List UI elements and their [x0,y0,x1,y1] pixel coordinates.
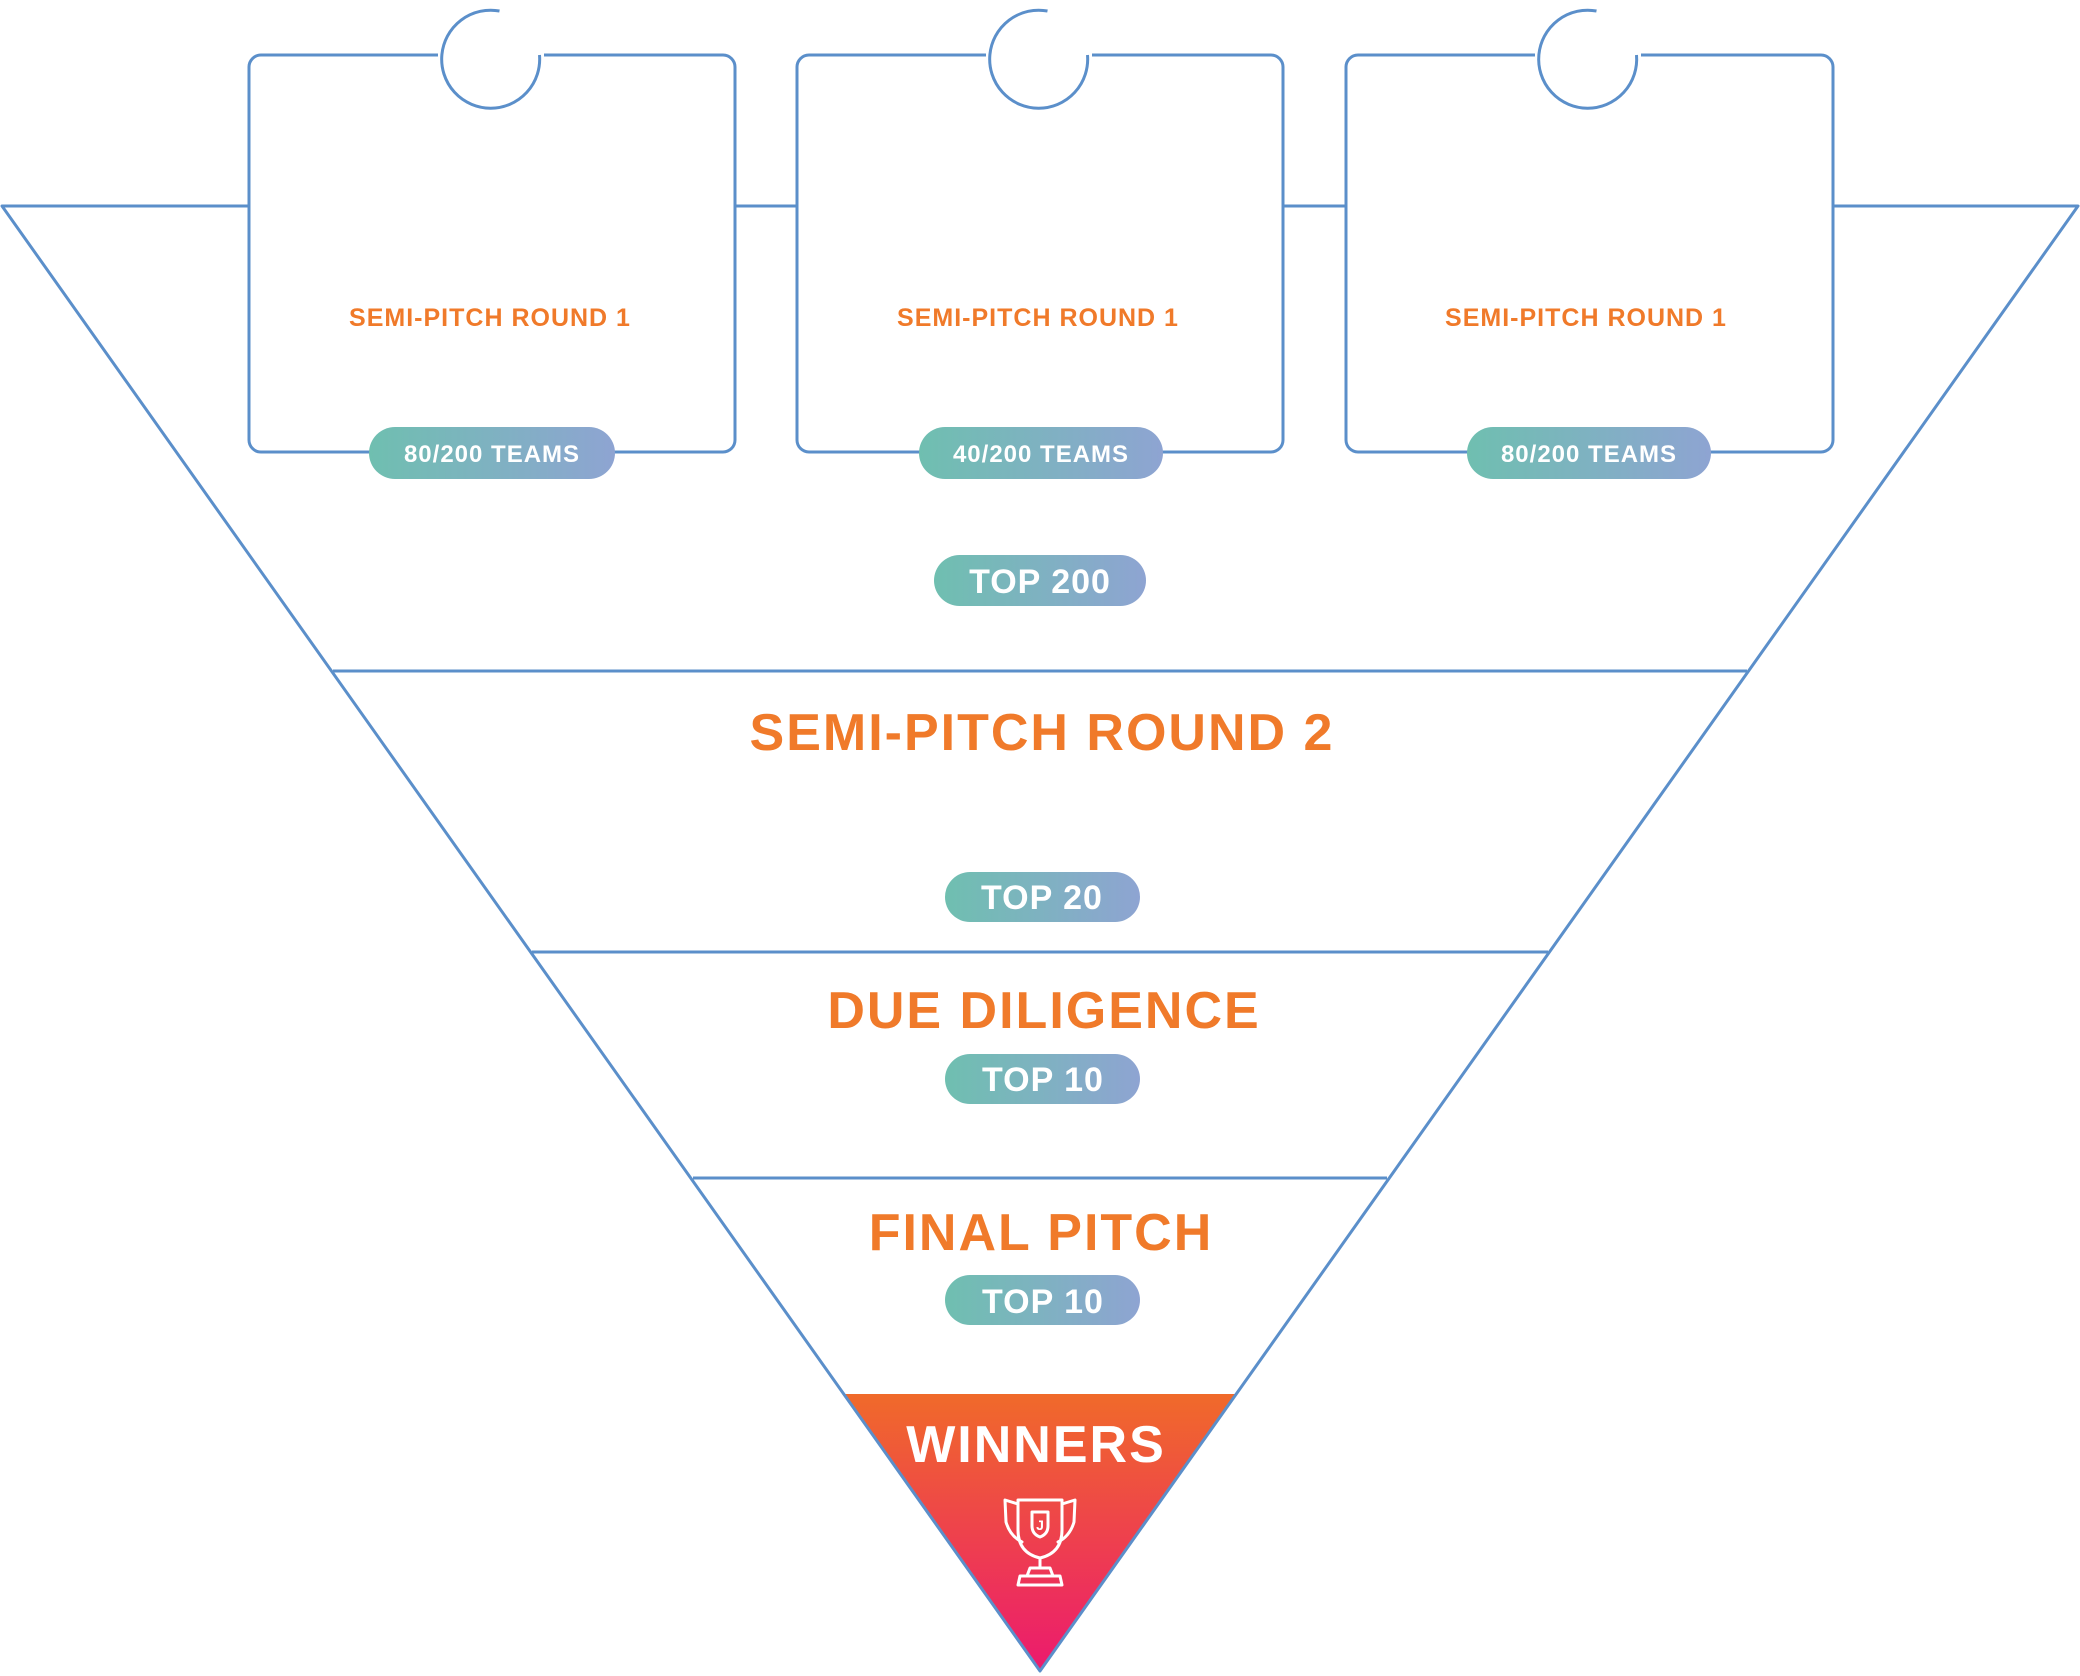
funnel-outline [0,204,2080,1673]
round1-card-ring [1537,8,1639,110]
round2-title: SEMI-PITCH ROUND 2 [750,704,1335,762]
round1-card-frame [247,53,737,454]
stage-dividers [333,669,1747,1180]
top200-badge [934,555,1146,606]
round1-card-frame [1344,53,1835,454]
round1-card: SEMI-PITCH ROUND 1 80/200 TEAMS [247,8,737,479]
due-diligence-badge [945,1054,1140,1104]
trophy-icon [1003,1498,1077,1587]
round1-teams-label: 80/200 TEAMS [1501,441,1677,468]
round1-teams-label: 80/200 TEAMS [404,441,580,468]
due-diligence-badge-label: TOP 10 [982,1061,1104,1099]
top20-badge [945,872,1140,922]
round1-card-title: SEMI-PITCH ROUND 1 [1445,304,1727,332]
final-pitch-badge [945,1275,1140,1325]
round1-card-title: SEMI-PITCH ROUND 1 [349,304,631,332]
round1-card-ring [440,8,542,110]
due-diligence-title: DUE DILIGENCE [827,982,1260,1040]
round1-teams-label: 40/200 TEAMS [953,441,1129,468]
top200-badge-label: TOP 200 [969,563,1111,601]
winners-tip [845,1394,1235,1671]
top20-badge-label: TOP 20 [981,879,1103,917]
round1-teams-pill [369,427,615,479]
round1-card-title: SEMI-PITCH ROUND 1 [897,304,1179,332]
round1-teams-pill [919,427,1163,479]
final-pitch-badge-label: TOP 10 [982,1283,1104,1321]
round1-card: SEMI-PITCH ROUND 1 40/200 TEAMS [795,8,1285,479]
round1-card-ring [988,8,1090,110]
trophy-letter: J [1036,1517,1044,1533]
round1-teams-pill [1467,427,1711,479]
round1-card-frame [795,53,1285,454]
final-pitch-title: FINAL PITCH [869,1204,1214,1262]
round1-card: SEMI-PITCH ROUND 1 80/200 TEAMS [1344,8,1835,479]
winners-title: WINNERS [906,1416,1166,1474]
